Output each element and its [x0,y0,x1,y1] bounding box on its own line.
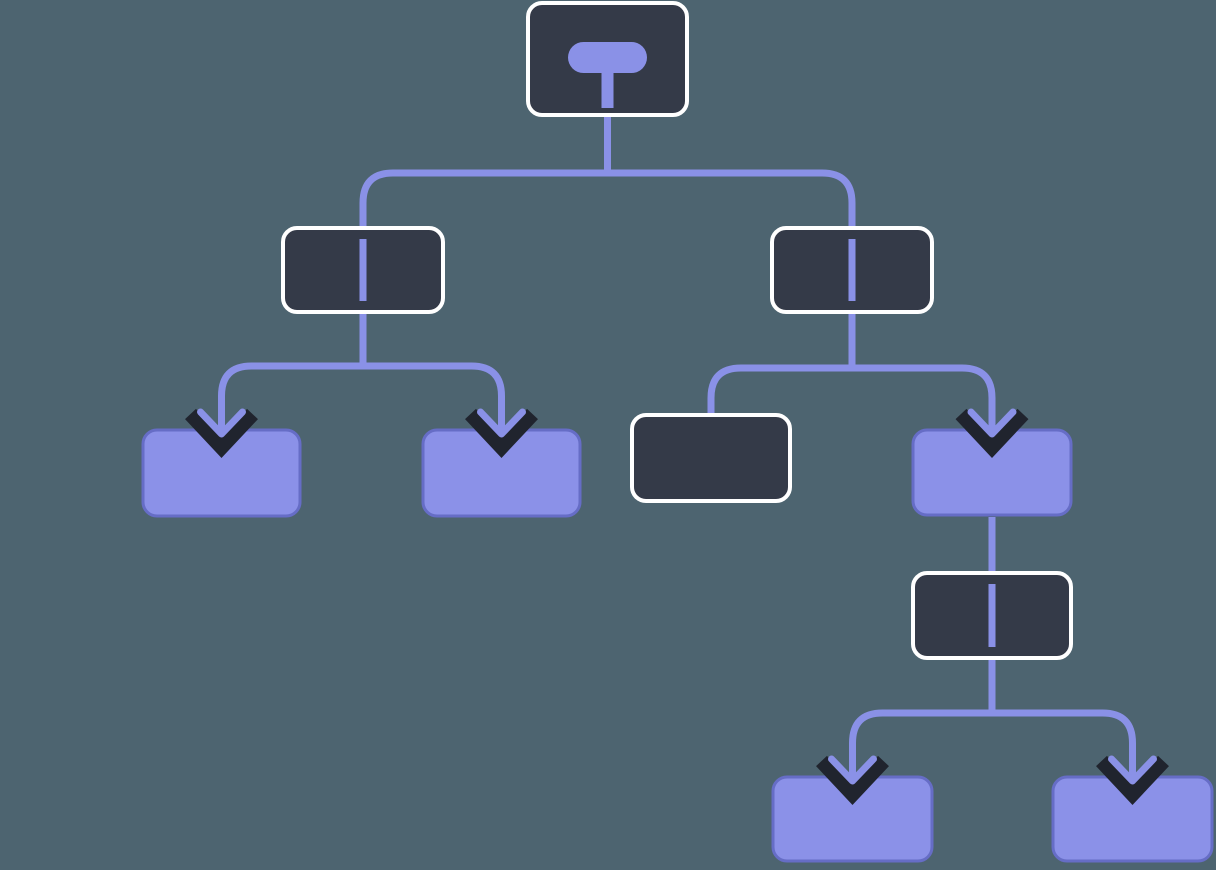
arrowhead-down-icon [828,755,877,785]
arrowhead-down-icon [1108,755,1157,785]
arrowhead-down-icon [477,408,526,438]
connector-branch-right-to-node-plain [707,314,856,413]
connector-branch-left-to-leaf-2 [359,314,505,434]
root-pill-icon [568,42,647,73]
collapse-chevron-icon [1096,755,1169,805]
collapse-chevron-icon [465,408,538,458]
connectors-layer [197,117,1157,785]
pass-through-line-icon [359,239,367,301]
connector-root-to-branch-right [604,117,856,226]
connector-branch-right-to-group-right [848,314,996,434]
node-icons-layer [185,42,1169,805]
pass-through-line-icon [848,239,856,301]
collapse-chevron-icon [955,408,1029,458]
collapse-chevron-icon [185,408,258,458]
connector-branch-bottom-to-leaf-3 [849,660,996,781]
connector-branch-left-to-leaf-1 [218,314,367,434]
pass-through-line-icon [988,584,996,647]
arrowhead-down-icon [967,408,1017,438]
collapse-chevron-icon [816,755,889,805]
arrowhead-down-icon [197,408,246,438]
node-node-plain[interactable] [630,413,792,503]
nodes-layer [141,1,1214,863]
connector-branch-bottom-to-leaf-4 [988,660,1136,781]
connector-root-to-branch-left [359,117,611,226]
root-pill-stem-icon [601,69,614,108]
